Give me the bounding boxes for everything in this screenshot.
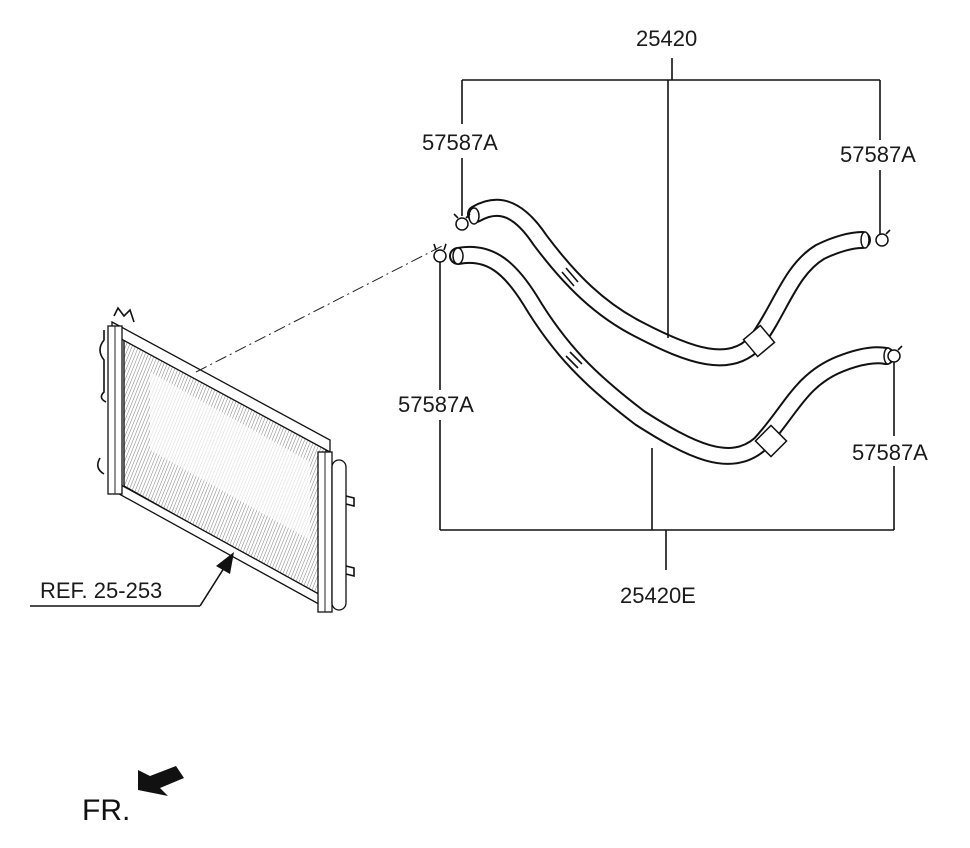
upper-oil-cooler-hose xyxy=(467,198,871,367)
bracket-upper xyxy=(345,495,355,508)
clamp-label-lower-left: 57587A xyxy=(398,392,474,417)
receiver-drier xyxy=(331,459,347,611)
front-label: FR. xyxy=(82,794,130,827)
leader-lines-top xyxy=(461,58,881,338)
condenser-assembly xyxy=(96,306,355,613)
reference-leader xyxy=(30,552,234,607)
part-number-25420E: 25420E xyxy=(620,583,696,608)
reference-arrow-icon xyxy=(216,552,234,574)
condenser-core-highlight xyxy=(150,372,310,540)
leader-lines-bottom xyxy=(439,262,895,570)
clamp-label-upper-left: 57587A xyxy=(422,130,498,155)
part-number-25420: 25420 xyxy=(636,26,697,51)
condenser-top-fitting xyxy=(113,306,135,323)
clamp-upper-right xyxy=(875,229,891,247)
condenser-lower-fitting xyxy=(96,457,105,475)
lower-oil-cooler-hose xyxy=(449,245,895,465)
front-indicator: FR. xyxy=(82,766,184,827)
clamp-label-upper-right: 57587A xyxy=(840,142,916,167)
bracket-lower xyxy=(345,565,355,578)
reference-label: REF. 25-253 xyxy=(40,578,162,603)
reference-dashed-line xyxy=(195,243,447,373)
arrow-left-down-icon xyxy=(138,766,184,796)
condenser-left-fitting xyxy=(99,330,107,403)
clamp-label-lower-right: 57587A xyxy=(852,440,928,465)
clamp-upper-left xyxy=(453,213,471,231)
